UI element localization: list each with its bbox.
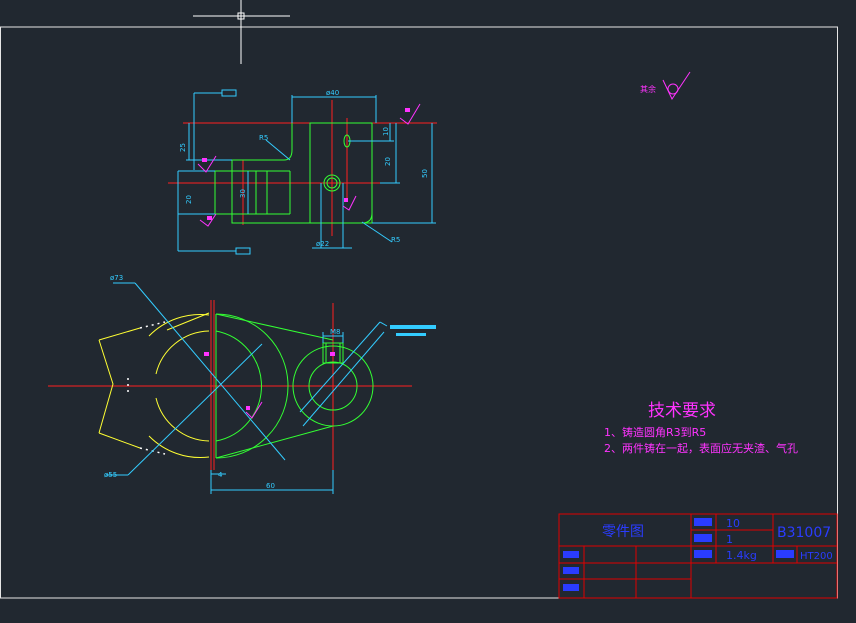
- dim-50: 50: [421, 169, 429, 178]
- title-block: 零件图 10 1 B31007 1.4kg HT200: [558, 513, 838, 599]
- scale-value: 10: [726, 517, 740, 530]
- drawing-frame: [0, 26, 838, 599]
- dim-dia40: ø40: [326, 89, 339, 97]
- dim-60: 60: [266, 482, 275, 490]
- tech-req-item-2: 2、两件铸在一起，表面应无夹渣、气孔: [604, 441, 798, 455]
- tech-req-title: 技术要求: [648, 401, 716, 421]
- technical-requirements: 技术要求 1、铸造圆角R3到R5 2、两件铸在一起，表面应无夹渣、气孔: [604, 401, 798, 455]
- crosshair-cursor-icon: [193, 0, 290, 64]
- weight-value: 1.4kg: [726, 549, 757, 562]
- tech-req-item-1: 1、铸造圆角R3到R5: [604, 425, 706, 439]
- dim-r5-top: R5: [259, 134, 268, 142]
- material-value: HT200: [800, 551, 833, 562]
- dim-dia55: ø55: [104, 471, 117, 479]
- dim-dia73: ø73: [110, 274, 123, 282]
- dim-r5-bottom: R5: [391, 236, 400, 244]
- dim-20-right: 20: [384, 157, 392, 166]
- front-view: ø73 ø55 4 60 M8: [48, 274, 436, 494]
- roughness-label: 其余: [640, 84, 656, 94]
- dim-20-left: 20: [185, 195, 193, 204]
- dim-m8: M8: [330, 328, 341, 336]
- dim-dia22: ø22: [316, 240, 329, 248]
- surface-roughness-symbol: 其余: [640, 71, 691, 101]
- dim-4: 4: [218, 471, 223, 479]
- dim-10: 10: [382, 127, 390, 136]
- top-view: ø40 R5 25 10 20 50 20 30 ø22 R5: [168, 89, 437, 255]
- dim-30: 30: [239, 189, 247, 198]
- part-name: 零件图: [602, 524, 644, 540]
- dim-25: 25: [179, 143, 187, 152]
- drawing-number: B31007: [777, 525, 831, 541]
- roughness-check-icon: [662, 71, 691, 101]
- qty-value: 1: [726, 533, 733, 546]
